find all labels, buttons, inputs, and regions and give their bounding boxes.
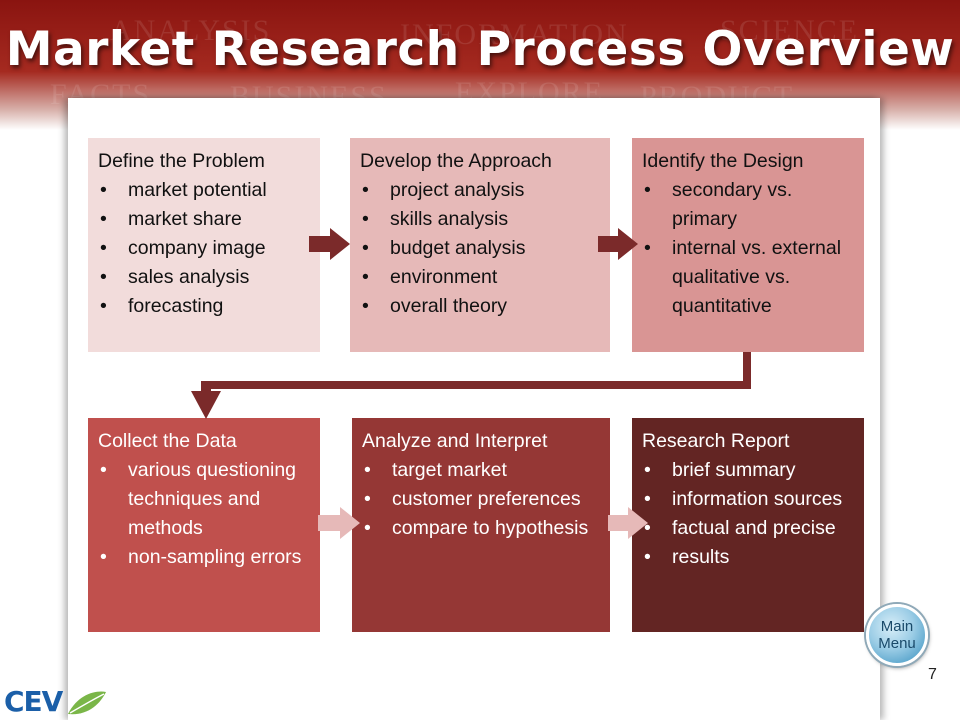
step-bullet: internal vs. external qualitative vs. qu…	[642, 234, 854, 321]
step-bullet: forecasting	[98, 292, 310, 321]
step-bullet-list: secondary vs. primary internal vs. exter…	[642, 176, 854, 321]
step-bullet: budget analysis	[360, 234, 600, 263]
step-bullet: results	[642, 543, 854, 572]
step-bullet: secondary vs. primary	[642, 176, 854, 234]
step-bullet: non-sampling errors	[98, 543, 310, 572]
step-bullet: various questioning techniques and metho…	[98, 456, 310, 543]
step-identify-design: Identify the Design secondary vs. primar…	[632, 138, 864, 352]
step-bullet: information sources	[642, 485, 854, 514]
step-bullet: company image	[98, 234, 310, 263]
step-analyze-interpret: Analyze and Interpret target market cust…	[352, 418, 610, 632]
step-bullet-list: brief summary information sources factua…	[642, 456, 854, 572]
arrow-step2-to-step3	[598, 228, 638, 260]
step-title: Analyze and Interpret	[362, 430, 548, 452]
page-title: Market Research Process Overview	[5, 22, 955, 77]
step-bullet-list: various questioning techniques and metho…	[98, 456, 310, 572]
arrow-step5-to-step6	[608, 507, 648, 539]
step-bullet: factual and precise	[642, 514, 854, 543]
step-title: Identify the Design	[642, 150, 804, 172]
step-bullet: overall theory	[360, 292, 600, 321]
arrow-step4-to-step5	[318, 507, 360, 539]
step-bullet: project analysis	[360, 176, 600, 205]
step-collect-data: Collect the Data various questioning tec…	[88, 418, 320, 632]
banner-watermark-word: INFORMATION	[400, 18, 629, 51]
step-bullet: customer preferences	[362, 485, 600, 514]
step-bullet-list: market potential market share company im…	[98, 176, 310, 321]
banner-watermark-word: SCIENCE	[720, 14, 860, 47]
step-bullet: compare to hypothesis	[362, 514, 600, 543]
step-bullet: skills analysis	[360, 205, 600, 234]
step-title: Collect the Data	[98, 430, 237, 452]
step-define-problem: Define the Problem market potential mark…	[88, 138, 320, 352]
step-title: Define the Problem	[98, 150, 265, 172]
cev-logo: CEV	[0, 684, 110, 720]
step-develop-approach: Develop the Approach project analysis sk…	[350, 138, 610, 352]
step-bullet: market share	[98, 205, 310, 234]
arrow-step3-to-step4	[191, 352, 751, 419]
logo-text: CEV	[4, 685, 63, 718]
page-number: 7	[928, 666, 937, 683]
step-bullet: market potential	[98, 176, 310, 205]
step-bullet: brief summary	[642, 456, 854, 485]
step-bullet-list: target market customer preferences compa…	[362, 456, 600, 543]
arrow-step1-to-step2	[309, 228, 350, 260]
step-title: Research Report	[642, 430, 790, 452]
step-bullet: environment	[360, 263, 600, 292]
step-bullet: target market	[362, 456, 600, 485]
leaf-icon	[68, 691, 106, 715]
step-bullet-list: project analysis skills analysis budget …	[360, 176, 600, 321]
step-research-report: Research Report brief summary informatio…	[632, 418, 864, 632]
banner-watermark-word: ANALYSIS	[110, 14, 272, 47]
step-bullet: sales analysis	[98, 263, 310, 292]
step-title: Develop the Approach	[360, 150, 552, 172]
